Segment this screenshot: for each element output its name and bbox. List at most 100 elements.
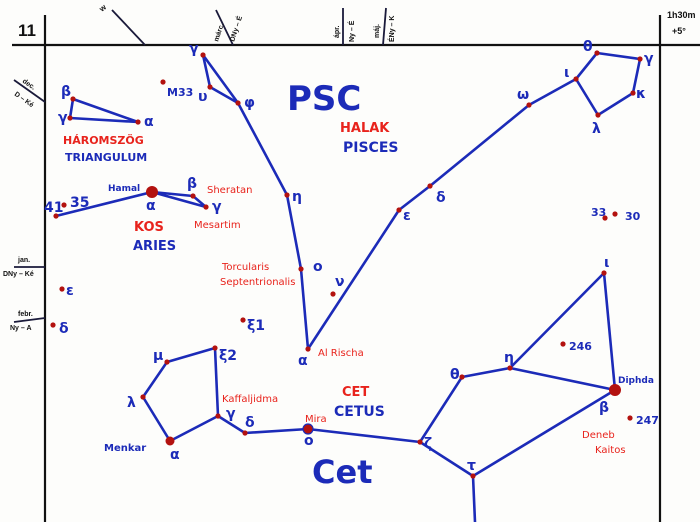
star-label-cet-theta: θ bbox=[450, 367, 460, 383]
star-label-psc-omega: ω bbox=[517, 87, 529, 103]
star-cet-tau bbox=[470, 473, 476, 479]
star-name-torcularis: Torcularis bbox=[221, 262, 269, 273]
star-cet-omicron bbox=[302, 423, 314, 435]
star-name-deneb: Deneb bbox=[582, 430, 615, 441]
star-cet-alpha bbox=[165, 436, 175, 446]
constellation-line bbox=[141, 395, 172, 443]
constellation-line bbox=[574, 51, 599, 81]
star-name-mira: Mira bbox=[305, 414, 327, 425]
star-label-cet-omicron: o bbox=[304, 433, 314, 449]
constellation-line bbox=[68, 97, 75, 120]
star-label-psc-gamma-top: γ bbox=[189, 41, 199, 57]
constellation-line bbox=[508, 271, 606, 370]
dir-note-direction: D – Ké bbox=[13, 91, 35, 109]
star-label-psc-iota: ι bbox=[564, 65, 569, 81]
star-cet-xi2 bbox=[212, 345, 218, 351]
star-cet-gamma bbox=[215, 413, 221, 419]
star-tri-beta bbox=[70, 96, 76, 102]
star-label-psc-upsilon: υ bbox=[198, 89, 207, 105]
star-label-n30: 30 bbox=[625, 210, 641, 223]
dir-note-month: ápr. bbox=[334, 25, 341, 38]
constellation-line bbox=[574, 77, 600, 117]
star-name-alrischa: Al Rischa bbox=[318, 348, 364, 359]
tri-la: TRIANGULUM bbox=[65, 151, 147, 164]
star-label-tri-alpha: α bbox=[144, 114, 154, 130]
star-label-cet-gamma: γ bbox=[226, 406, 236, 422]
constellation-line bbox=[216, 414, 247, 435]
star-psc-nu bbox=[330, 291, 336, 297]
dir-note-direction: DNy – É bbox=[227, 14, 244, 42]
star-n247 bbox=[627, 415, 633, 421]
star-cet-mu bbox=[164, 359, 170, 365]
stars bbox=[50, 50, 643, 479]
star-label-cet-mu: μ bbox=[153, 348, 163, 364]
psc-abbr: PSC bbox=[287, 79, 361, 119]
star-n33 bbox=[602, 215, 608, 221]
star-label-ari-41: 41 bbox=[44, 200, 63, 216]
star-label-xi1: ξ1 bbox=[247, 318, 265, 334]
direction-arrows bbox=[13, 7, 387, 323]
cet-hu: CET bbox=[342, 385, 369, 400]
tri-hu: HÁROMSZÖG bbox=[63, 133, 144, 147]
ari-hu: KOS bbox=[134, 220, 164, 235]
dir-note-month: máj. bbox=[374, 24, 381, 38]
constellation-line bbox=[54, 190, 154, 218]
constellation-line bbox=[285, 193, 303, 271]
dir-note-direction: DNy – Ké bbox=[3, 271, 34, 278]
constellation-line bbox=[471, 388, 617, 478]
constellation-line bbox=[243, 427, 310, 435]
star-label-psc-kappa: κ bbox=[636, 86, 646, 102]
star-label-cet-alpha: α bbox=[170, 447, 180, 463]
star-psc-omega bbox=[526, 102, 532, 108]
star-label-psc-gamma: γ bbox=[644, 51, 654, 67]
constellation-line bbox=[299, 267, 310, 351]
constellation-line bbox=[201, 53, 240, 105]
star-label-cet-xi2: ξ2 bbox=[219, 348, 237, 364]
constellation-line bbox=[150, 190, 208, 209]
corner-ra: 1h30m bbox=[667, 10, 696, 20]
constellation-line bbox=[527, 77, 578, 107]
star-label-n246: 246 bbox=[569, 340, 592, 353]
constellation-line bbox=[602, 271, 617, 392]
star-label-psc-nu: ν bbox=[335, 274, 345, 290]
constellation-lines bbox=[54, 51, 642, 522]
star-label-tri-beta: β bbox=[61, 84, 71, 100]
star-label-left-delta: δ bbox=[59, 321, 69, 337]
constellation-line bbox=[428, 103, 531, 188]
star-left-delta bbox=[50, 322, 56, 328]
constellation-line bbox=[71, 97, 140, 124]
star-label-psc-phi: φ bbox=[244, 95, 255, 111]
dir-note-month: febr. bbox=[18, 311, 33, 318]
constellation-line bbox=[471, 474, 477, 522]
star-name-sheratan: Sheratan bbox=[207, 185, 252, 196]
star-name-mesarthim: Mesartim bbox=[194, 220, 241, 231]
psc-la: PISCES bbox=[343, 140, 398, 156]
star-psc-phi bbox=[235, 100, 241, 106]
star-label-cet-tau: τ bbox=[467, 458, 476, 474]
star-ari-alpha bbox=[146, 186, 158, 198]
cet-la: CETUS bbox=[334, 404, 385, 420]
corner-dec: +5° bbox=[672, 26, 686, 36]
constellation-line bbox=[418, 375, 464, 444]
chart-frame bbox=[12, 15, 700, 522]
constellation-line bbox=[596, 91, 635, 117]
star-m33 bbox=[160, 79, 166, 85]
star-cet-beta bbox=[609, 384, 621, 396]
hour-label: 11 bbox=[18, 21, 36, 40]
star-ari-beta bbox=[190, 193, 196, 199]
star-label-cet-lambda: λ bbox=[127, 395, 136, 411]
star-psc-alpha bbox=[305, 346, 311, 352]
dir-note-direction: Ny – A bbox=[10, 325, 32, 332]
star-cet-zeta bbox=[417, 439, 423, 445]
star-cet-iota bbox=[601, 270, 607, 276]
star-name-kaffaljidma: Kaffaljidma bbox=[222, 394, 278, 405]
star-psc-delta bbox=[427, 183, 433, 189]
star-label-cet-beta: β bbox=[599, 400, 609, 416]
star-n246 bbox=[560, 341, 566, 347]
constellation-line bbox=[460, 366, 512, 379]
star-cet-delta bbox=[242, 430, 248, 436]
star-ari-35 bbox=[61, 202, 67, 208]
cet-abbr: Cet bbox=[312, 453, 372, 491]
